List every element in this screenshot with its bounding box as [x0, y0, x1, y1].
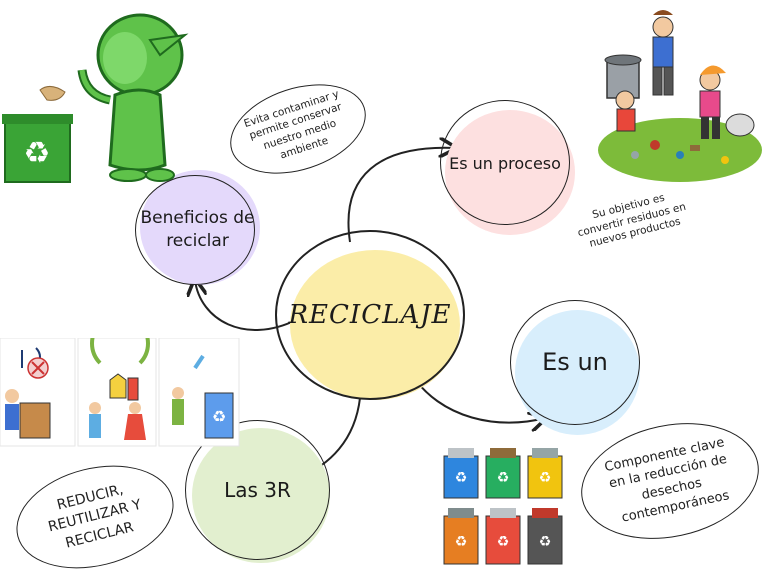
svg-text:♻: ♻ [455, 470, 468, 486]
svg-text:♻: ♻ [539, 534, 552, 550]
note-esun-text: Componente clave en la reducción de dese… [603, 434, 731, 526]
recycling-bins-illustration: ♻ ♻ ♻ ♻ ♻ ♻ [443, 448, 563, 565]
node-3r-label: Las 3R [224, 478, 291, 502]
three-r-panels-illustration: ♻ [0, 338, 240, 447]
note-3r-text: REDUCIR, REUTILIZAR Y RECICLAR [46, 481, 143, 552]
svg-text:♻: ♻ [539, 470, 552, 486]
svg-text:♻: ♻ [497, 534, 510, 550]
node-beneficios-label: Beneficios de reciclar [140, 208, 255, 251]
node-beneficios-ring [135, 175, 255, 285]
svg-text:♻: ♻ [497, 470, 510, 486]
center-node-ring [275, 230, 465, 400]
arrow-to-proceso [347, 148, 455, 243]
svg-text:♻: ♻ [212, 407, 226, 426]
kids-picking-trash-illustration [598, 10, 762, 182]
node-proceso-ring [440, 100, 570, 225]
node-3r-ring [185, 420, 330, 560]
svg-text:♻: ♻ [24, 136, 51, 171]
node-proceso-label: Es un proceso [449, 153, 561, 173]
svg-text:♻: ♻ [455, 534, 468, 550]
node-esun-ring [510, 300, 640, 425]
node-esun-label: Es un [542, 348, 608, 376]
recycle-mascot-illustration: ♻ [2, 13, 189, 183]
center-node-label: RECICLAJE [288, 300, 452, 330]
